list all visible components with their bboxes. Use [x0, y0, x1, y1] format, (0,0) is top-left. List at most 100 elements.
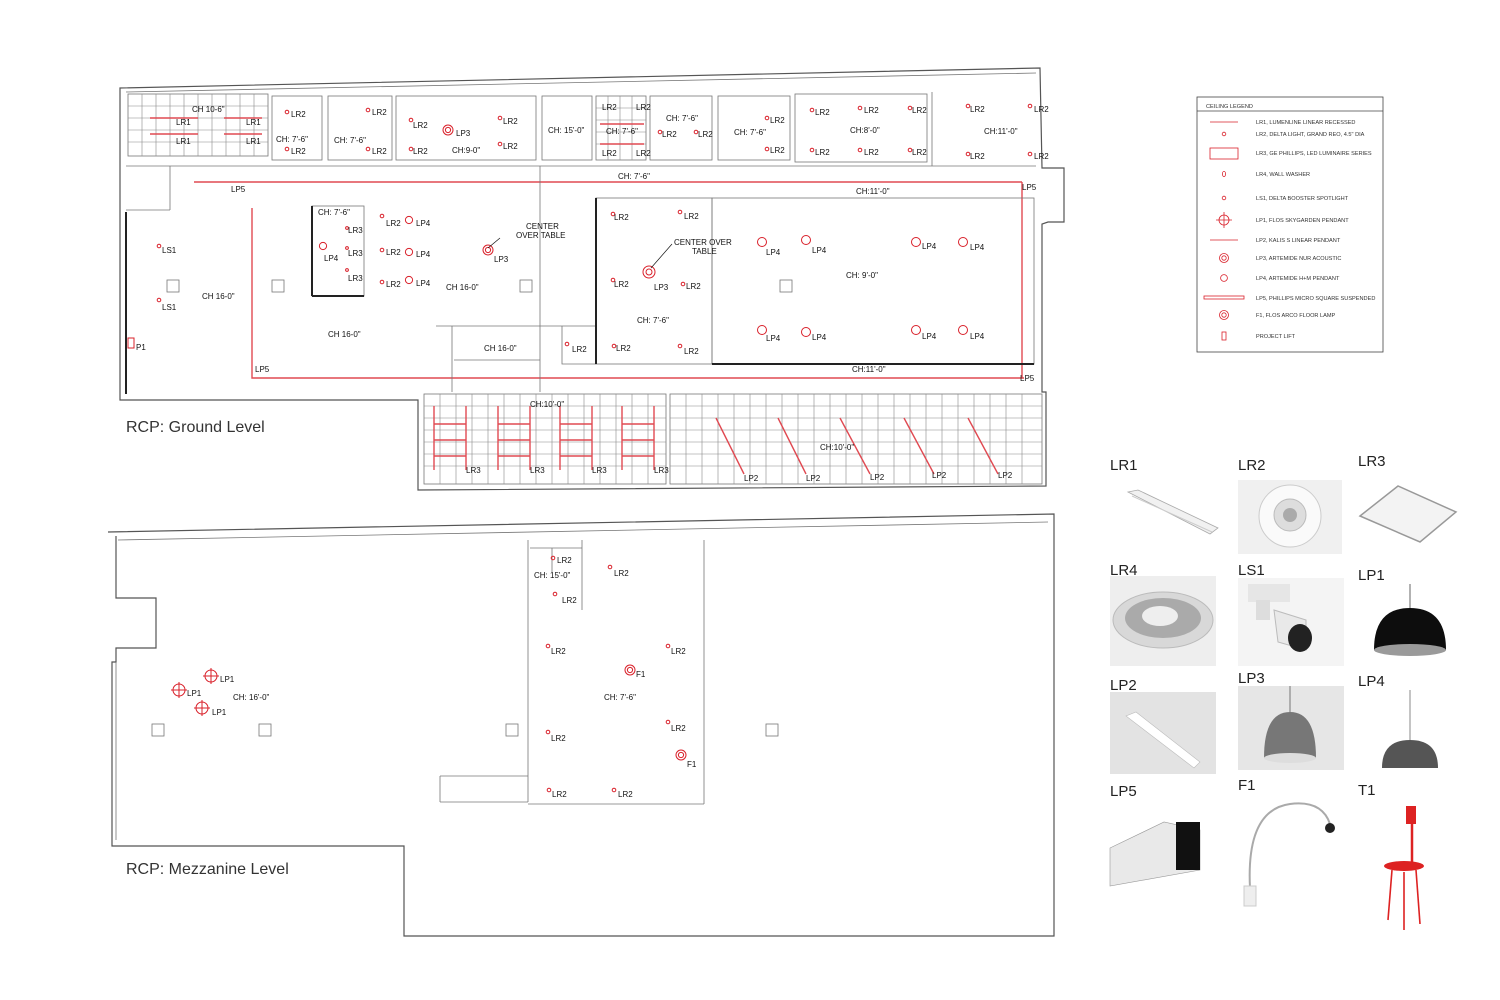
square-suspended-profile-image [1109, 821, 1201, 887]
product-code: LP4 [1358, 673, 1385, 690]
legend-label: LS1, DELTA BOOSTER SPOTLIGHT [1256, 196, 1349, 202]
ch-label: CH: 7'-6" [318, 208, 350, 217]
ch-label: CH:11'-0" [984, 127, 1018, 136]
legend-row: LP3, ARTEMIDE NUR ACOUSTIC [1219, 253, 1341, 263]
svg-text:LP4: LP4 [416, 250, 431, 259]
svg-text:LR2: LR2 [291, 147, 306, 156]
svg-text:LR2: LR2 [386, 219, 401, 228]
ch-label: CH 10-6" [192, 105, 225, 114]
product-code: LS1 [1238, 562, 1265, 579]
ch-label: CH: 7'-6" [276, 135, 308, 144]
product-code: LR1 [1110, 457, 1138, 474]
svg-text:LR2: LR2 [662, 130, 677, 139]
ch-label: CH 16-0" [484, 344, 517, 353]
legend-label: LP2, KALIS S LINEAR PENDANT [1256, 238, 1341, 244]
product-code: LR3 [1358, 453, 1386, 470]
mezz-labels: CH: 15'-0" CH: 16'-0" CH: 7'-6" LP1 LP1 … [187, 556, 697, 799]
ground-level-title: RCP: Ground Level [126, 419, 265, 436]
legend-row: LP1, FLOS SKYGARDEN PENDANT [1216, 212, 1349, 228]
legend-symbol-icon [1216, 212, 1232, 228]
svg-text:LP4: LP4 [416, 219, 431, 228]
ground-fixture-tags: LR1 LR1 LR1 LR1 LR2 LR2 LR2 LR2 LR2 LR2 … [136, 103, 1049, 483]
svg-text:LR2: LR2 [770, 116, 785, 125]
svg-text:CENTER: CENTER [526, 222, 559, 231]
svg-text:LR2: LR2 [815, 148, 830, 157]
svg-text:LR1: LR1 [176, 118, 191, 127]
svg-text:LR3: LR3 [466, 466, 481, 475]
svg-text:LP3: LP3 [654, 283, 669, 292]
svg-text:LS1: LS1 [162, 246, 177, 255]
ground-ceiling-heights: CH 10-6" CH: 7'-6" CH: 7'-6" CH:9-0" CH:… [192, 105, 1018, 452]
product-code: LR2 [1238, 457, 1266, 474]
tile-grid-mid [595, 95, 647, 161]
svg-text:LR2: LR2 [602, 149, 617, 158]
svg-text:LR3: LR3 [654, 466, 669, 475]
svg-text:LR3: LR3 [348, 226, 363, 235]
legend-row: LS1, DELTA BOOSTER SPOTLIGHT [1221, 195, 1349, 202]
product-code: LP2 [1110, 677, 1137, 694]
legend-symbol-icon [1221, 131, 1227, 137]
svg-text:LR1: LR1 [176, 137, 191, 146]
svg-text:LR2: LR2 [770, 146, 785, 155]
ch-label: CH: 7'-6" [618, 172, 650, 181]
svg-text:LR2: LR2 [386, 248, 401, 257]
lp5-suspended-run [194, 181, 1024, 379]
square-led-panel-image [1358, 485, 1458, 543]
legend-row: LR1, LUMENLINE LINEAR RECESSED [1210, 120, 1355, 126]
svg-text:LR2: LR2 [636, 103, 651, 112]
svg-text:LS1: LS1 [162, 303, 177, 312]
legend-symbol-icon [1222, 170, 1227, 177]
product-code: LR4 [1110, 562, 1138, 579]
svg-text:OVER TABLE: OVER TABLE [516, 231, 566, 240]
ch-label: CH:10'-0" [530, 400, 564, 409]
svg-text:LR2: LR2 [614, 280, 629, 289]
legend-label: LP5, PHILLIPS MICRO SQUARE SUSPENDED [1256, 296, 1375, 302]
legend-symbol-icon [1221, 195, 1227, 201]
svg-text:LR1: LR1 [246, 137, 261, 146]
svg-text:LP4: LP4 [970, 332, 985, 341]
svg-text:LP2: LP2 [744, 474, 759, 483]
svg-text:LP2: LP2 [806, 474, 821, 483]
round-downlight-image [1238, 480, 1342, 554]
svg-text:LR2: LR2 [551, 734, 566, 743]
legend-label: F1, FLOS ARCO FLOOR LAMP [1256, 313, 1336, 319]
svg-text:LR2: LR2 [698, 130, 713, 139]
svg-text:P1: P1 [136, 343, 146, 352]
svg-text:LP4: LP4 [766, 334, 781, 343]
ch-label: CH 16-0" [202, 292, 235, 301]
svg-text:LP2: LP2 [870, 473, 885, 482]
svg-text:LR2: LR2 [970, 152, 985, 161]
mezzanine-level-plan: CH: 15'-0" CH: 16'-0" CH: 7'-6" LP1 LP1 … [107, 513, 1055, 937]
acoustic-pendant-image [1238, 686, 1344, 770]
svg-text:LR2: LR2 [386, 280, 401, 289]
svg-text:CH: 7'-6": CH: 7'-6" [604, 693, 636, 702]
svg-text:LR2: LR2 [1034, 152, 1049, 161]
svg-text:CH: 15'-0": CH: 15'-0" [534, 571, 571, 580]
ch-label: CH: 7'-6" [637, 316, 669, 325]
svg-text:LR2: LR2 [671, 724, 686, 733]
legend-symbol-icon [1221, 331, 1227, 341]
svg-text:LR2: LR2 [572, 345, 587, 354]
svg-text:LR3: LR3 [530, 466, 545, 475]
svg-text:LP5: LP5 [1020, 374, 1035, 383]
svg-text:LP2: LP2 [932, 471, 947, 480]
ch-label: CH:9-0" [452, 146, 480, 155]
legend-row: LR2, DELTA LIGHT, GRAND REO, 4.5" DIA [1221, 131, 1365, 138]
svg-text:LR2: LR2 [686, 282, 701, 291]
legend-label: PROJECT LIFT [1256, 334, 1296, 340]
svg-text:LR2: LR2 [291, 110, 306, 119]
grey-dome-pendant-image [1382, 690, 1438, 768]
ch-label: CH:11'-0" [852, 365, 886, 374]
product-code: F1 [1238, 777, 1256, 794]
interior-partitions [125, 166, 1035, 394]
legend-label: LP4, ARTEMIDE H+M PENDANT [1256, 276, 1340, 282]
ground-level-plan: CH 10-6" CH: 7'-6" CH: 7'-6" CH:9-0" CH:… [119, 67, 1065, 491]
svg-text:LR2: LR2 [815, 108, 830, 117]
columns [166, 279, 793, 293]
svg-text:CH: 16'-0": CH: 16'-0" [233, 693, 270, 702]
black-dome-pendant-image [1374, 584, 1446, 656]
svg-text:LR2: LR2 [503, 117, 518, 126]
ch-label: CH: 15'-0" [548, 126, 585, 135]
svg-text:F1: F1 [636, 670, 646, 679]
